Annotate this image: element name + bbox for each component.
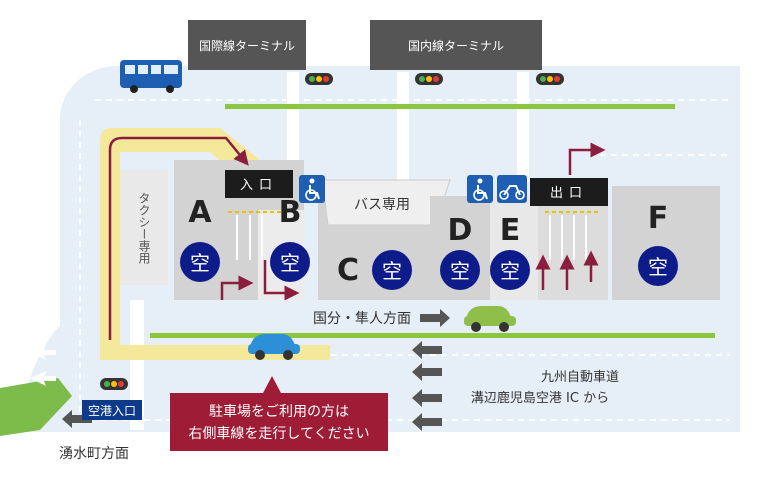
lot-b-status-badge[interactable]: 空 bbox=[270, 242, 310, 282]
lot-c-status-badge[interactable]: 空 bbox=[372, 250, 412, 290]
lot-b-status: 空 bbox=[280, 251, 300, 275]
lot-a-letter: A bbox=[188, 195, 212, 230]
lot-e-status-badge[interactable]: 空 bbox=[490, 250, 530, 290]
expressway-ic-label: 溝辺鹿児島空港 IC から bbox=[471, 390, 609, 406]
expressway-label: 九州自動車道 bbox=[541, 370, 619, 385]
parking-notice: 駐車場をご利用の方は 右側車線を走行してください bbox=[170, 376, 388, 451]
yusuicho-direction-label: 湧水町方面 bbox=[59, 446, 129, 462]
lot-d-letter: D bbox=[448, 213, 473, 248]
motorcycle-icon bbox=[497, 175, 527, 203]
wheelchair-icon bbox=[299, 175, 325, 203]
wheelchair-icon bbox=[467, 175, 493, 203]
lot-a-status-badge[interactable]: 空 bbox=[180, 242, 220, 282]
bus-icon bbox=[120, 60, 182, 93]
lot-e-letter: E bbox=[500, 213, 521, 248]
kokubu-direction-label: 国分・隼人方面 bbox=[313, 311, 411, 327]
direction-arrows bbox=[62, 309, 450, 431]
notice-line-2: 右側車線を走行してください bbox=[188, 425, 369, 442]
exit-gate-label: 出口 bbox=[550, 186, 588, 201]
traffic-light-icon bbox=[305, 73, 333, 85]
domestic-terminal[interactable] bbox=[370, 20, 542, 70]
median-bottom bbox=[150, 333, 715, 338]
lot-d-status: 空 bbox=[450, 259, 470, 283]
lot-d-status-badge[interactable]: 空 bbox=[440, 250, 480, 290]
international-terminal-label: 国際線ターミナル bbox=[199, 38, 295, 53]
crosswalks bbox=[130, 72, 529, 430]
entrance-gate-label: 入口 bbox=[240, 178, 278, 193]
taxi-lane-label: タクシー専用 bbox=[137, 192, 151, 265]
taxi-lane bbox=[120, 170, 168, 285]
entrance-gate[interactable] bbox=[225, 170, 293, 198]
bus-only-label: バス専用 bbox=[354, 197, 410, 213]
exit-gate[interactable] bbox=[530, 178, 608, 206]
route-arrows bbox=[108, 136, 606, 340]
traffic-light-icon bbox=[536, 73, 564, 85]
availability-badges: 空 空 空 空 空 空 bbox=[180, 242, 678, 290]
airport-entrance-sign[interactable] bbox=[82, 400, 142, 420]
lot-c-letter: C bbox=[337, 253, 359, 288]
median-top bbox=[225, 104, 675, 109]
traffic-light-icon bbox=[100, 378, 128, 390]
lot-f-letter: F bbox=[648, 201, 669, 236]
road-surface-arrows bbox=[30, 345, 56, 386]
grass-area bbox=[0, 378, 72, 436]
lot-f-status-badge[interactable]: 空 bbox=[638, 246, 678, 286]
international-terminal[interactable] bbox=[188, 20, 306, 70]
notice-line-1: 駐車場をご利用の方は bbox=[209, 403, 349, 420]
traffic-light-icon bbox=[415, 73, 443, 85]
airport-entrance-label: 空港入口 bbox=[88, 404, 136, 418]
entry-lane bbox=[100, 128, 330, 360]
car-icon bbox=[248, 334, 300, 360]
car-icon bbox=[464, 306, 516, 332]
lot-b-letter: B bbox=[279, 195, 302, 230]
lot-c-status: 空 bbox=[382, 259, 402, 283]
lot-f-status: 空 bbox=[648, 255, 668, 279]
domestic-terminal-label: 国内線ターミナル bbox=[408, 38, 504, 53]
lot-e-status: 空 bbox=[500, 259, 520, 283]
gate-lane-lines bbox=[236, 215, 587, 260]
lot-a-status: 空 bbox=[190, 251, 210, 275]
